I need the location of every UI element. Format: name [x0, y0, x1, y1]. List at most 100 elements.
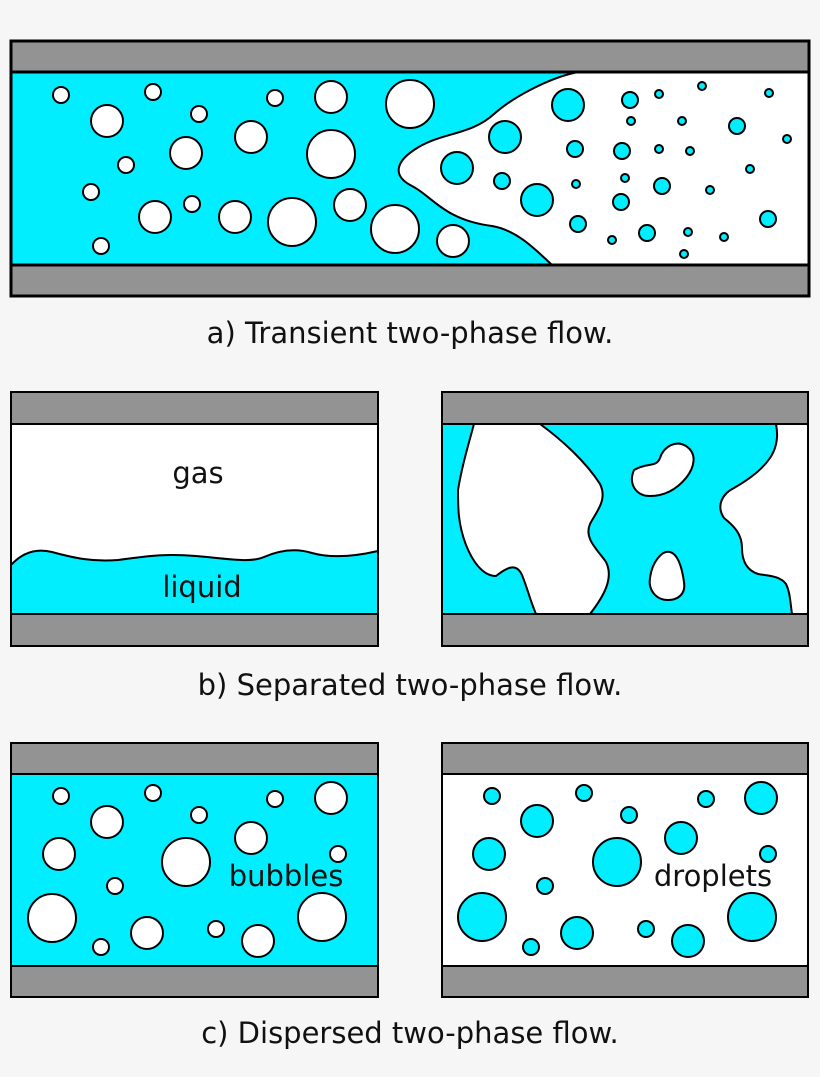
droplet	[759, 210, 777, 228]
gas-pocket-large	[456, 423, 610, 615]
droplet	[493, 172, 511, 190]
panel-transient	[9, 39, 811, 298]
droplet	[764, 88, 774, 98]
top-wall	[10, 742, 379, 775]
bottom-wall	[10, 613, 379, 647]
droplet	[592, 837, 642, 887]
droplet	[671, 924, 705, 958]
top-wall	[441, 742, 809, 775]
droplet	[440, 151, 474, 185]
droplet	[685, 146, 695, 156]
droplet	[551, 88, 585, 122]
bubble	[144, 784, 162, 802]
droplet	[560, 916, 594, 950]
droplet	[536, 877, 554, 895]
droplet	[664, 821, 698, 855]
bubble	[90, 104, 124, 138]
bubbles-label: bubbles	[229, 859, 344, 893]
droplet	[719, 232, 729, 242]
bubble	[183, 195, 201, 213]
droplet	[607, 235, 617, 245]
bubble	[266, 790, 284, 808]
bubble	[82, 183, 100, 201]
droplet	[637, 920, 655, 938]
droplet	[728, 117, 746, 135]
bubble	[218, 200, 252, 234]
droplet	[677, 116, 687, 126]
droplet	[626, 116, 636, 126]
droplet	[679, 249, 689, 259]
droplet	[457, 892, 507, 942]
bubble	[297, 892, 347, 942]
droplet	[782, 134, 792, 144]
bottom-wall	[9, 263, 811, 298]
gas-pocket-small-top	[631, 442, 695, 498]
droplet	[571, 179, 581, 189]
bubble	[266, 89, 284, 107]
bubble	[306, 129, 356, 179]
gas-pocket-small-bottom	[648, 550, 686, 602]
panel-bubbly: bubbles	[10, 742, 379, 998]
droplet	[744, 781, 778, 815]
caption-transient-flow: a) Transient two-phase flow.	[206, 316, 614, 350]
bubble	[138, 200, 172, 234]
bubble	[370, 204, 420, 254]
top-wall	[9, 39, 811, 74]
bubble	[161, 837, 211, 887]
droplet	[620, 806, 638, 824]
caption-dispersed-flow: c) Dispersed two-phase flow.	[201, 1016, 619, 1050]
bubble	[52, 86, 70, 104]
gas-label: gas	[172, 456, 223, 490]
droplet	[520, 804, 554, 838]
bubble	[241, 924, 275, 958]
bubble	[90, 805, 124, 839]
bubble	[27, 893, 77, 943]
gas-pocket-right	[719, 423, 809, 615]
gas-bubbles	[52, 79, 470, 258]
bubble	[190, 105, 208, 123]
droplet	[697, 81, 707, 91]
droplet	[705, 185, 715, 195]
bubble	[190, 806, 208, 824]
bubble	[314, 80, 348, 114]
droplet	[488, 120, 522, 154]
droplet	[612, 193, 630, 211]
bubble	[234, 120, 268, 154]
droplet	[621, 91, 639, 109]
bubble	[92, 237, 110, 255]
droplet	[638, 224, 656, 242]
bubble	[234, 821, 268, 855]
bubble	[329, 845, 347, 863]
droplet	[683, 227, 693, 237]
bubble	[169, 136, 203, 170]
droplet	[745, 164, 755, 174]
liquid-droplets	[457, 781, 778, 958]
top-wall	[441, 391, 809, 425]
bubble	[314, 781, 348, 815]
gas-bubbles	[27, 781, 348, 958]
bubble	[436, 224, 470, 258]
droplet	[472, 837, 506, 871]
droplet	[697, 790, 715, 808]
droplet	[620, 173, 630, 183]
droplet	[566, 140, 584, 158]
bottom-wall	[441, 965, 809, 998]
droplet	[483, 787, 501, 805]
bottom-wall	[441, 613, 809, 647]
top-wall	[10, 391, 379, 425]
bubble	[267, 197, 317, 247]
droplet	[759, 845, 777, 863]
bubble	[130, 916, 164, 950]
liquid-layer	[10, 549, 379, 615]
bottom-wall	[10, 965, 379, 998]
bubble	[144, 83, 162, 101]
droplet	[654, 144, 664, 154]
bubble	[333, 188, 367, 222]
liquid-droplets	[440, 81, 792, 259]
bubble	[385, 79, 435, 129]
droplet	[613, 142, 631, 160]
droplet	[653, 177, 671, 195]
droplet	[569, 215, 587, 233]
